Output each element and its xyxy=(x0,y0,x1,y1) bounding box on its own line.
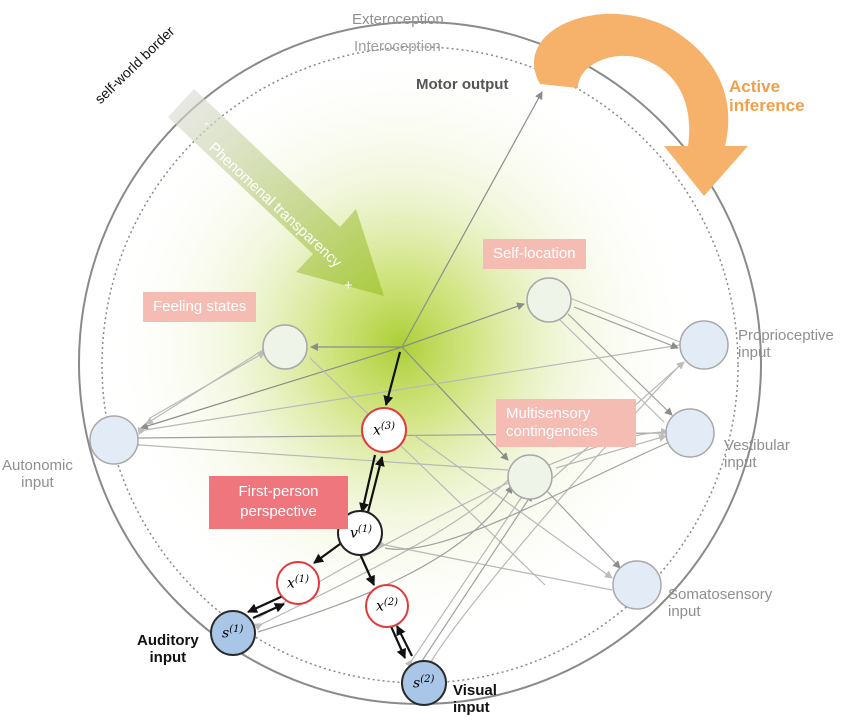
vestibular-line-1: Vestibular xyxy=(724,437,790,454)
first-person-line-1: First-person xyxy=(238,483,319,500)
transparency-plus-label: + xyxy=(344,277,353,294)
multisensory-line-1: Multisensory xyxy=(506,405,591,422)
vestibular-input-label: Vestibular input xyxy=(724,437,790,471)
somatosensory-input-label: Somatosensory input xyxy=(668,586,773,620)
s2-node-label: s(2) xyxy=(413,674,435,692)
vestibular-input-node xyxy=(665,408,715,458)
proprioceptive-line-1: Proprioceptive xyxy=(738,327,834,344)
x2-node-label: x(2) xyxy=(376,597,399,615)
self-location-box: Self-location xyxy=(483,239,586,269)
active-inference-line-2: inference xyxy=(729,95,805,115)
feeling-states-box: Feeling states xyxy=(143,292,257,322)
visual-line-2: input xyxy=(453,698,490,716)
interoception-label: Interoception xyxy=(354,38,441,55)
multisensory-contingencies-box: Multisensory contingencies xyxy=(496,399,636,447)
first-person-line-2: perspective xyxy=(240,503,317,521)
proprioceptive-input-node xyxy=(679,320,729,370)
autonomic-line-1: Autonomic xyxy=(2,457,73,474)
autonomic-input-label: Autonomic input xyxy=(2,457,73,491)
active-inference-label: Active inference xyxy=(729,77,805,115)
visual-line-1: Visual xyxy=(453,682,497,699)
v1-node-label: v(1) xyxy=(350,524,373,542)
phenomenal-transparency-arrow xyxy=(168,89,384,296)
x3-node xyxy=(361,407,407,453)
transparency-minus-label: - xyxy=(204,115,209,132)
v1-node xyxy=(337,510,383,556)
s2-node xyxy=(401,660,447,706)
proprioceptive-line-2: input xyxy=(738,343,771,361)
interoception-circle xyxy=(101,46,739,684)
x3-node-label: x(3) xyxy=(373,421,396,439)
s1-node-label: s(1) xyxy=(222,624,244,642)
s1-node xyxy=(210,610,256,656)
autonomic-input-node xyxy=(89,415,139,465)
autonomic-line-2: input xyxy=(21,473,54,491)
x1-node-label: x(1) xyxy=(287,574,310,592)
visual-input-label: Visual input xyxy=(453,682,497,716)
active-inference-line-1: Active xyxy=(729,77,781,96)
auditory-line-1: Auditory xyxy=(137,632,199,649)
motor-output-label: Motor output xyxy=(416,76,509,93)
vestibular-line-2: input xyxy=(724,453,757,471)
black-connections xyxy=(247,351,413,659)
self-location-node xyxy=(526,277,572,323)
first-person-perspective-box: First-person perspective xyxy=(209,476,348,529)
x1-node xyxy=(276,561,320,605)
auditory-line-2: input xyxy=(149,648,187,666)
gray-connections xyxy=(130,91,685,669)
somatosensory-input-node xyxy=(612,560,662,610)
active-inference-arrow xyxy=(534,13,748,196)
auditory-input-label: Auditory input xyxy=(137,632,199,666)
x2-node xyxy=(365,584,409,628)
somatosensory-line-1: Somatosensory xyxy=(668,586,773,603)
proprioceptive-input-label: Proprioceptive input xyxy=(738,327,834,361)
somatosensory-line-2: input xyxy=(668,602,701,620)
multisensory-line-2: contingencies xyxy=(506,423,598,440)
feeling-states-node xyxy=(262,324,308,370)
exteroception-label: Exteroception xyxy=(352,11,444,28)
multisensory-contingencies-node xyxy=(507,454,553,500)
